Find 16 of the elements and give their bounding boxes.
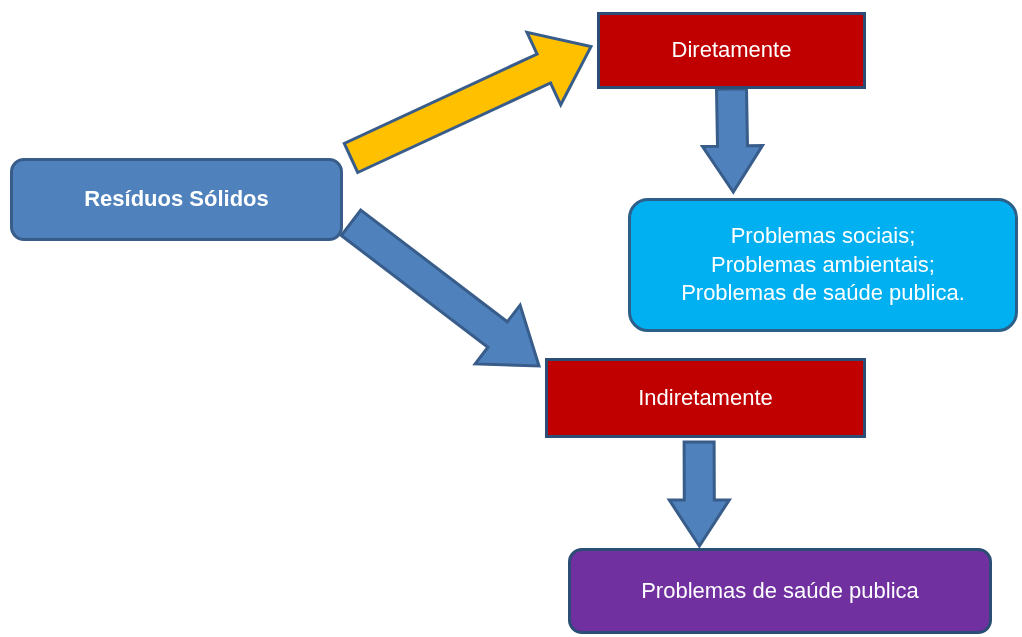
process-box (545, 358, 866, 438)
block-arrow (339, 207, 542, 368)
block-arrow (699, 87, 766, 195)
block-arrow (342, 30, 594, 175)
box-label: Problemas ambientais; (711, 250, 935, 279)
box-label: Diretamente (671, 36, 792, 65)
box-label: Problemas de saúde publica (641, 576, 919, 605)
process-box (568, 548, 992, 634)
box-label: Indiretamente (638, 383, 773, 412)
box-label: Resíduos Sólidos (84, 185, 269, 214)
process-box (628, 198, 1018, 332)
process-box (597, 12, 866, 89)
box-label: Problemas sociais; (730, 222, 916, 251)
process-box (10, 158, 343, 241)
block-arrow (666, 440, 733, 549)
box-label: Problemas de saúde publica. (681, 279, 965, 308)
